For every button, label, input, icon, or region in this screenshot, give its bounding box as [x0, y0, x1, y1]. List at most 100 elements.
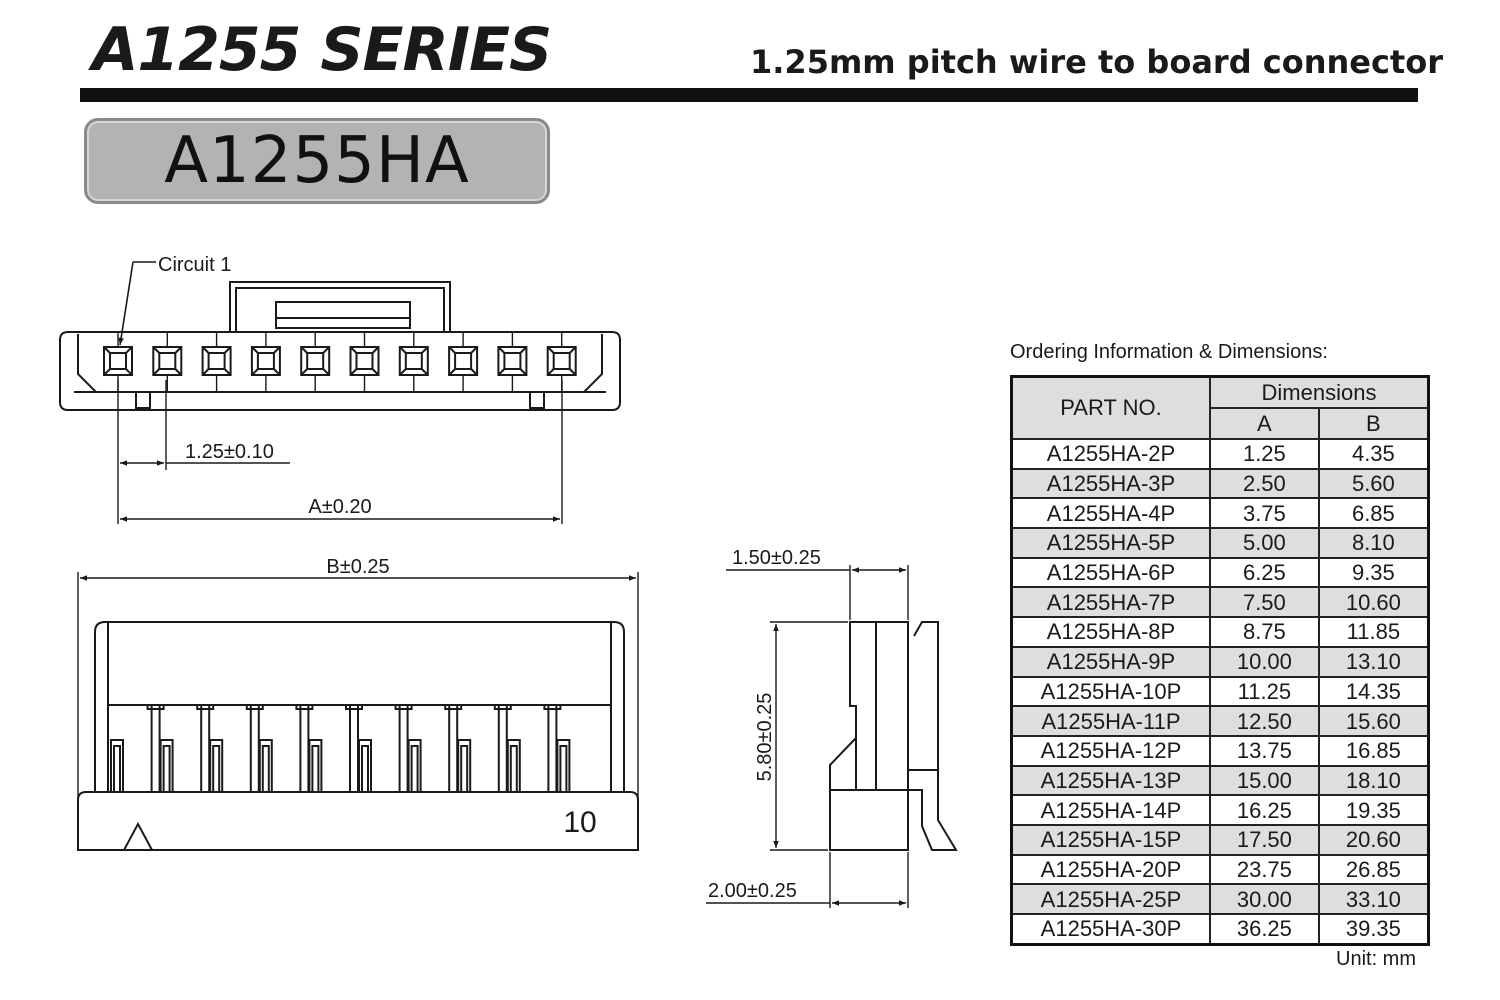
- dim-a-cell: 16.25: [1209, 794, 1320, 826]
- part-number-cell: A1255HA-7P: [1010, 586, 1211, 619]
- part-number-cell: A1255HA-6P: [1010, 556, 1211, 589]
- top-view: [59, 261, 621, 524]
- contact-cell: [300, 332, 331, 392]
- part-number-cell: A1255HA-2P: [1010, 438, 1211, 470]
- dim-a-cell: 13.75: [1209, 734, 1320, 767]
- terminal-slot: [110, 704, 165, 792]
- terminal-slot: [258, 704, 314, 792]
- terminal-slot: [457, 704, 512, 792]
- dim-b-cell: 26.85: [1317, 853, 1430, 886]
- side-bottom-dimension: 2.00±0.25: [708, 880, 797, 902]
- dim-a-cell: 8.75: [1209, 616, 1320, 648]
- polarity-marker: [123, 821, 153, 851]
- side-top-dimension: 1.50±0.25: [732, 547, 821, 569]
- series-title: A1255 SERIES: [92, 15, 552, 85]
- latch-outline: [229, 281, 451, 332]
- pitch-dimension: 1.25±0.10: [185, 441, 274, 463]
- contact-cells: [103, 332, 577, 392]
- part-number-cell: A1255HA-5P: [1010, 527, 1211, 559]
- top-view-inner-wall: [77, 334, 603, 393]
- contact-cell: [152, 332, 183, 392]
- side-main-body: [829, 621, 909, 851]
- side-view: [706, 565, 958, 908]
- dim-a-cell: 3.75: [1209, 497, 1320, 530]
- circuit-count-label: 10: [563, 806, 596, 839]
- terminal-slot: [358, 704, 413, 792]
- dim-b-cell: 18.10: [1317, 764, 1430, 797]
- dim-a-cell: 11.25: [1209, 675, 1320, 708]
- part-number-cell: A1255HA-30P: [1010, 912, 1211, 946]
- unit-label: Unit: mm: [1336, 948, 1416, 970]
- b-dimension: B±0.25: [326, 556, 389, 578]
- dim-a-cell: 30.00: [1209, 883, 1320, 915]
- part-number-cell: A1255HA-11P: [1010, 705, 1211, 737]
- dim-a-cell: 6.25: [1209, 556, 1320, 589]
- part-number-cell: A1255HA-25P: [1010, 883, 1211, 915]
- top-view-body: [59, 331, 621, 411]
- part-number-cell: A1255HA-15P: [1010, 823, 1211, 856]
- dim-b-cell: 19.35: [1317, 794, 1430, 826]
- dim-b-cell: 5.60: [1317, 467, 1430, 500]
- dim-a-cell: 5.00: [1209, 527, 1320, 559]
- part-number-cell: A1255HA-10P: [1010, 675, 1211, 708]
- front-housing: [94, 621, 625, 792]
- dim-a-cell: 10.00: [1209, 645, 1320, 678]
- contact-cell: [448, 332, 479, 392]
- dim-b-cell: 33.10: [1317, 883, 1430, 915]
- model-badge: A1255HA: [84, 118, 550, 204]
- b-header: B: [1317, 407, 1430, 440]
- part-number-cell: A1255HA-3P: [1010, 467, 1211, 500]
- dim-b-cell: 16.85: [1317, 734, 1430, 767]
- dim-b-cell: 15.60: [1317, 705, 1430, 737]
- circuit-1-label: Circuit 1: [158, 254, 231, 276]
- front-base: [77, 791, 639, 851]
- dim-a-cell: 1.25: [1209, 438, 1320, 470]
- terminal-slots: [110, 704, 571, 792]
- part-number-cell: A1255HA-8P: [1010, 616, 1211, 648]
- contact-cell: [349, 332, 380, 392]
- dim-a-cell: 23.75: [1209, 853, 1320, 886]
- a-dimension: A±0.20: [308, 496, 371, 518]
- side-latch: [908, 621, 958, 851]
- table-caption: Ordering Information & Dimensions:: [1010, 341, 1328, 363]
- dim-a-cell: 2.50: [1209, 467, 1320, 500]
- part-number-cell: A1255HA-13P: [1010, 764, 1211, 797]
- terminal-slot: [308, 704, 363, 792]
- dim-b-cell: 39.35: [1317, 912, 1430, 946]
- contact-cell: [250, 332, 281, 392]
- latch-window: [275, 301, 411, 329]
- terminal-slot: [407, 704, 463, 792]
- a-header: A: [1209, 407, 1320, 440]
- part-number-cell: A1255HA-9P: [1010, 645, 1211, 678]
- dim-a-cell: 12.50: [1209, 705, 1320, 737]
- contact-cell: [201, 332, 232, 392]
- dim-b-cell: 10.60: [1317, 586, 1430, 619]
- terminal-slot: [556, 739, 571, 792]
- part-number-cell: A1255HA-4P: [1010, 497, 1211, 530]
- contact-cell: [497, 332, 528, 392]
- model-label: A1255HA: [164, 124, 470, 198]
- terminal-slot: [506, 704, 562, 792]
- dim-a-cell: 17.50: [1209, 823, 1320, 856]
- dim-a-cell: 15.00: [1209, 764, 1320, 797]
- contact-cell: [398, 332, 429, 392]
- dim-b-cell: 6.85: [1317, 497, 1430, 530]
- part-number-cell: A1255HA-12P: [1010, 734, 1211, 767]
- dim-b-cell: 20.60: [1317, 823, 1430, 856]
- height-dimension: 5.80±0.25: [754, 693, 776, 782]
- header-rule: [80, 88, 1418, 102]
